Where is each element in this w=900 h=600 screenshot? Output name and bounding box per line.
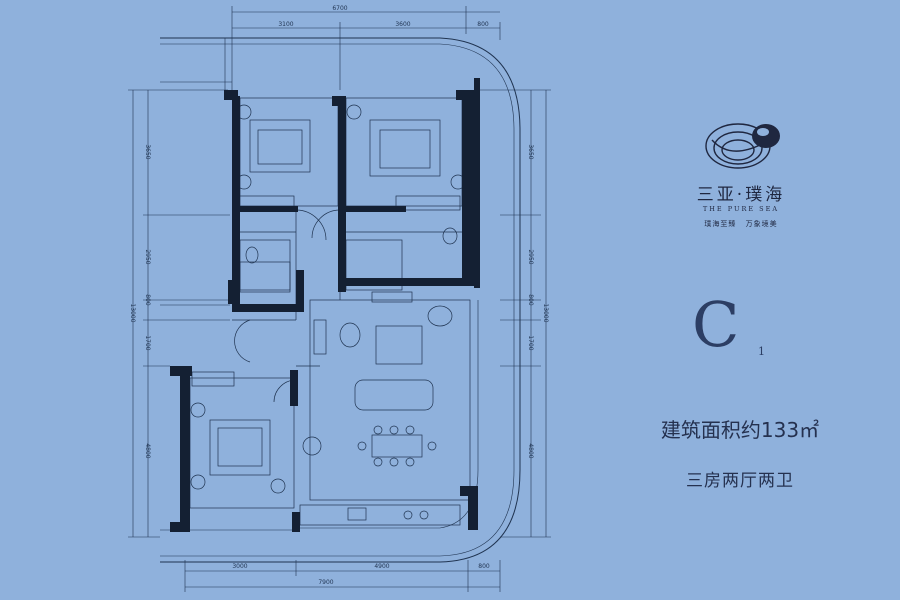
dim-right-seg-4: 1700 (527, 335, 534, 350)
dim-right-total: 13000 (542, 303, 549, 322)
dim-right-seg-3: 800 (527, 294, 534, 306)
dim-right-seg-5: 4800 (527, 443, 534, 458)
dim-left-seg-1: 3650 (144, 144, 151, 159)
dim-bottom-total: 7900 (318, 579, 333, 586)
brand-name-cn: 三亚·璞海 (696, 185, 786, 205)
brand-name-en: THE PURE SEA (702, 205, 780, 213)
dim-left-total: 13000 (129, 303, 136, 322)
pebbles-logo-icon (705, 123, 780, 169)
dim-left-seg-2: 2950 (144, 249, 151, 264)
dim-right-seg-2: 2950 (527, 249, 534, 264)
dim-bottom-seg-1: 3000 (232, 563, 247, 570)
dim-top-seg-2: 3600 (395, 21, 410, 28)
dim-bottom-seg-3: 800 (478, 563, 490, 570)
floor-plan-drawing: 6700 3100 3600 800 3000 4900 800 7900 13… (128, 5, 551, 592)
dim-left-seg-5: 4800 (144, 443, 151, 458)
dim-bottom-seg-2: 4900 (374, 563, 389, 570)
dim-top-total: 6700 (332, 5, 347, 12)
unit-type-subscript: 1 (758, 345, 765, 358)
dim-left-seg-4: 1700 (144, 335, 151, 350)
unit-type-letter: C (692, 288, 740, 361)
room-layout-text: 三房两厅两卫 (686, 471, 794, 491)
dim-top-seg-3: 800 (477, 21, 489, 28)
floor-area-text: 建筑面积约133㎡ (660, 418, 820, 442)
dim-top-seg-1: 3100 (278, 21, 293, 28)
dim-right-seg-1: 3650 (527, 144, 534, 159)
brand-slogan: 璞海至臻 万象境美 (704, 220, 778, 228)
dim-left-seg-3: 800 (144, 294, 151, 306)
